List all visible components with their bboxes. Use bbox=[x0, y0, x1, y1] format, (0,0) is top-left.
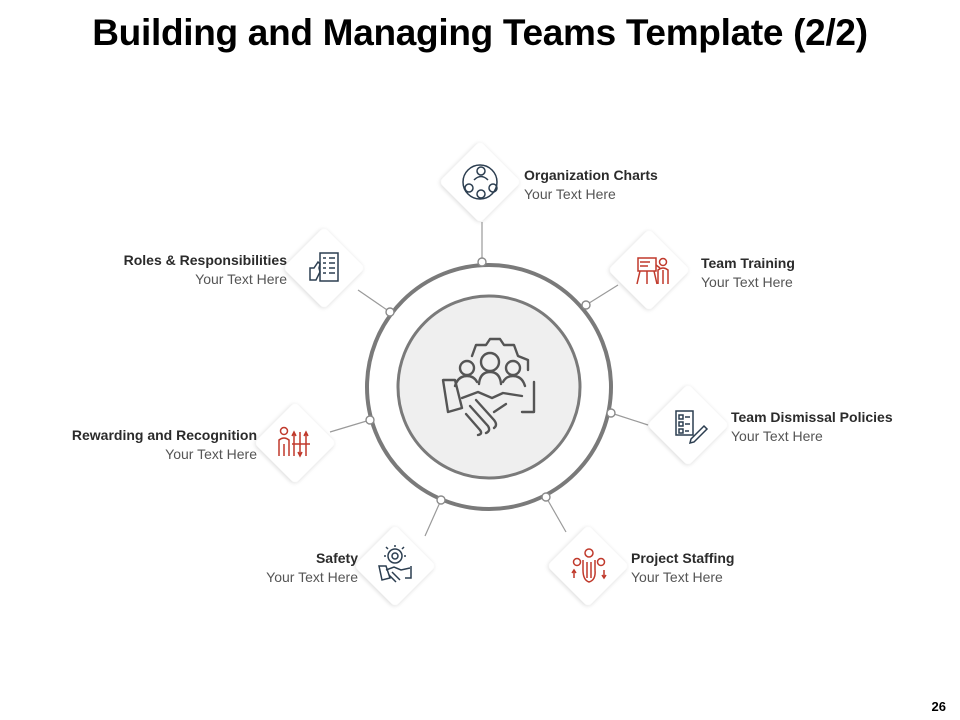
staffing-hand-icon bbox=[571, 548, 607, 583]
reward-people-icon bbox=[278, 426, 310, 458]
connector-lines bbox=[329, 222, 649, 537]
org-chart-icon bbox=[462, 164, 498, 200]
item-text: Your Text Here bbox=[195, 271, 287, 287]
item-title: Safety bbox=[315, 550, 358, 566]
item-text: Your Text Here bbox=[731, 428, 823, 444]
item-title: Rewarding and Recognition bbox=[71, 427, 257, 443]
item-text: Your Text Here bbox=[165, 446, 257, 462]
item-text: Your Text Here bbox=[701, 274, 793, 290]
item-text: Your Text Here bbox=[266, 569, 358, 585]
item-organization-charts: Organization Charts Your Text Here bbox=[524, 166, 784, 204]
training-presentation-icon bbox=[636, 257, 669, 285]
ring-dots bbox=[365, 257, 616, 505]
item-safety: Safety Your Text Here bbox=[98, 549, 358, 587]
outer-ring bbox=[365, 263, 613, 511]
item-title: Project Staffing bbox=[631, 550, 735, 566]
icon-box-organization-charts[interactable] bbox=[439, 141, 521, 223]
item-roles-responsibilities: Roles & Responsibilities Your Text Here bbox=[27, 251, 287, 289]
icon-box-safety[interactable] bbox=[354, 525, 436, 607]
slide-title: Building and Managing Teams Template (2/… bbox=[92, 12, 868, 53]
item-title: Team Training bbox=[701, 255, 795, 271]
item-team-training: Team Training Your Text Here bbox=[701, 254, 960, 292]
icon-box-team-dismissal-policies[interactable] bbox=[647, 384, 729, 466]
center-circle bbox=[396, 294, 582, 480]
item-team-dismissal-policies: Team Dismissal Policies Your Text Here bbox=[731, 408, 960, 446]
item-title: Organization Charts bbox=[524, 167, 658, 183]
team-handshake-gear-icon bbox=[441, 337, 536, 437]
icon-box-roles-responsibilities[interactable] bbox=[283, 227, 365, 309]
item-rewarding-recognition: Rewarding and Recognition Your Text Here bbox=[0, 426, 257, 464]
item-project-staffing: Project Staffing Your Text Here bbox=[631, 549, 891, 587]
roles-list-icon bbox=[309, 252, 339, 282]
item-text: Your Text Here bbox=[631, 569, 723, 585]
page-number: 26 bbox=[931, 699, 946, 714]
checklist-document-icon bbox=[675, 410, 709, 445]
icon-box-rewarding-recognition[interactable] bbox=[254, 402, 336, 484]
handshake-gear-icon bbox=[378, 545, 412, 583]
icon-box-project-staffing[interactable] bbox=[547, 525, 629, 607]
item-title: Team Dismissal Policies bbox=[731, 409, 893, 425]
icon-box-team-training[interactable] bbox=[608, 229, 690, 311]
item-title: Roles & Responsibilities bbox=[123, 252, 287, 268]
item-text: Your Text Here bbox=[524, 186, 616, 202]
